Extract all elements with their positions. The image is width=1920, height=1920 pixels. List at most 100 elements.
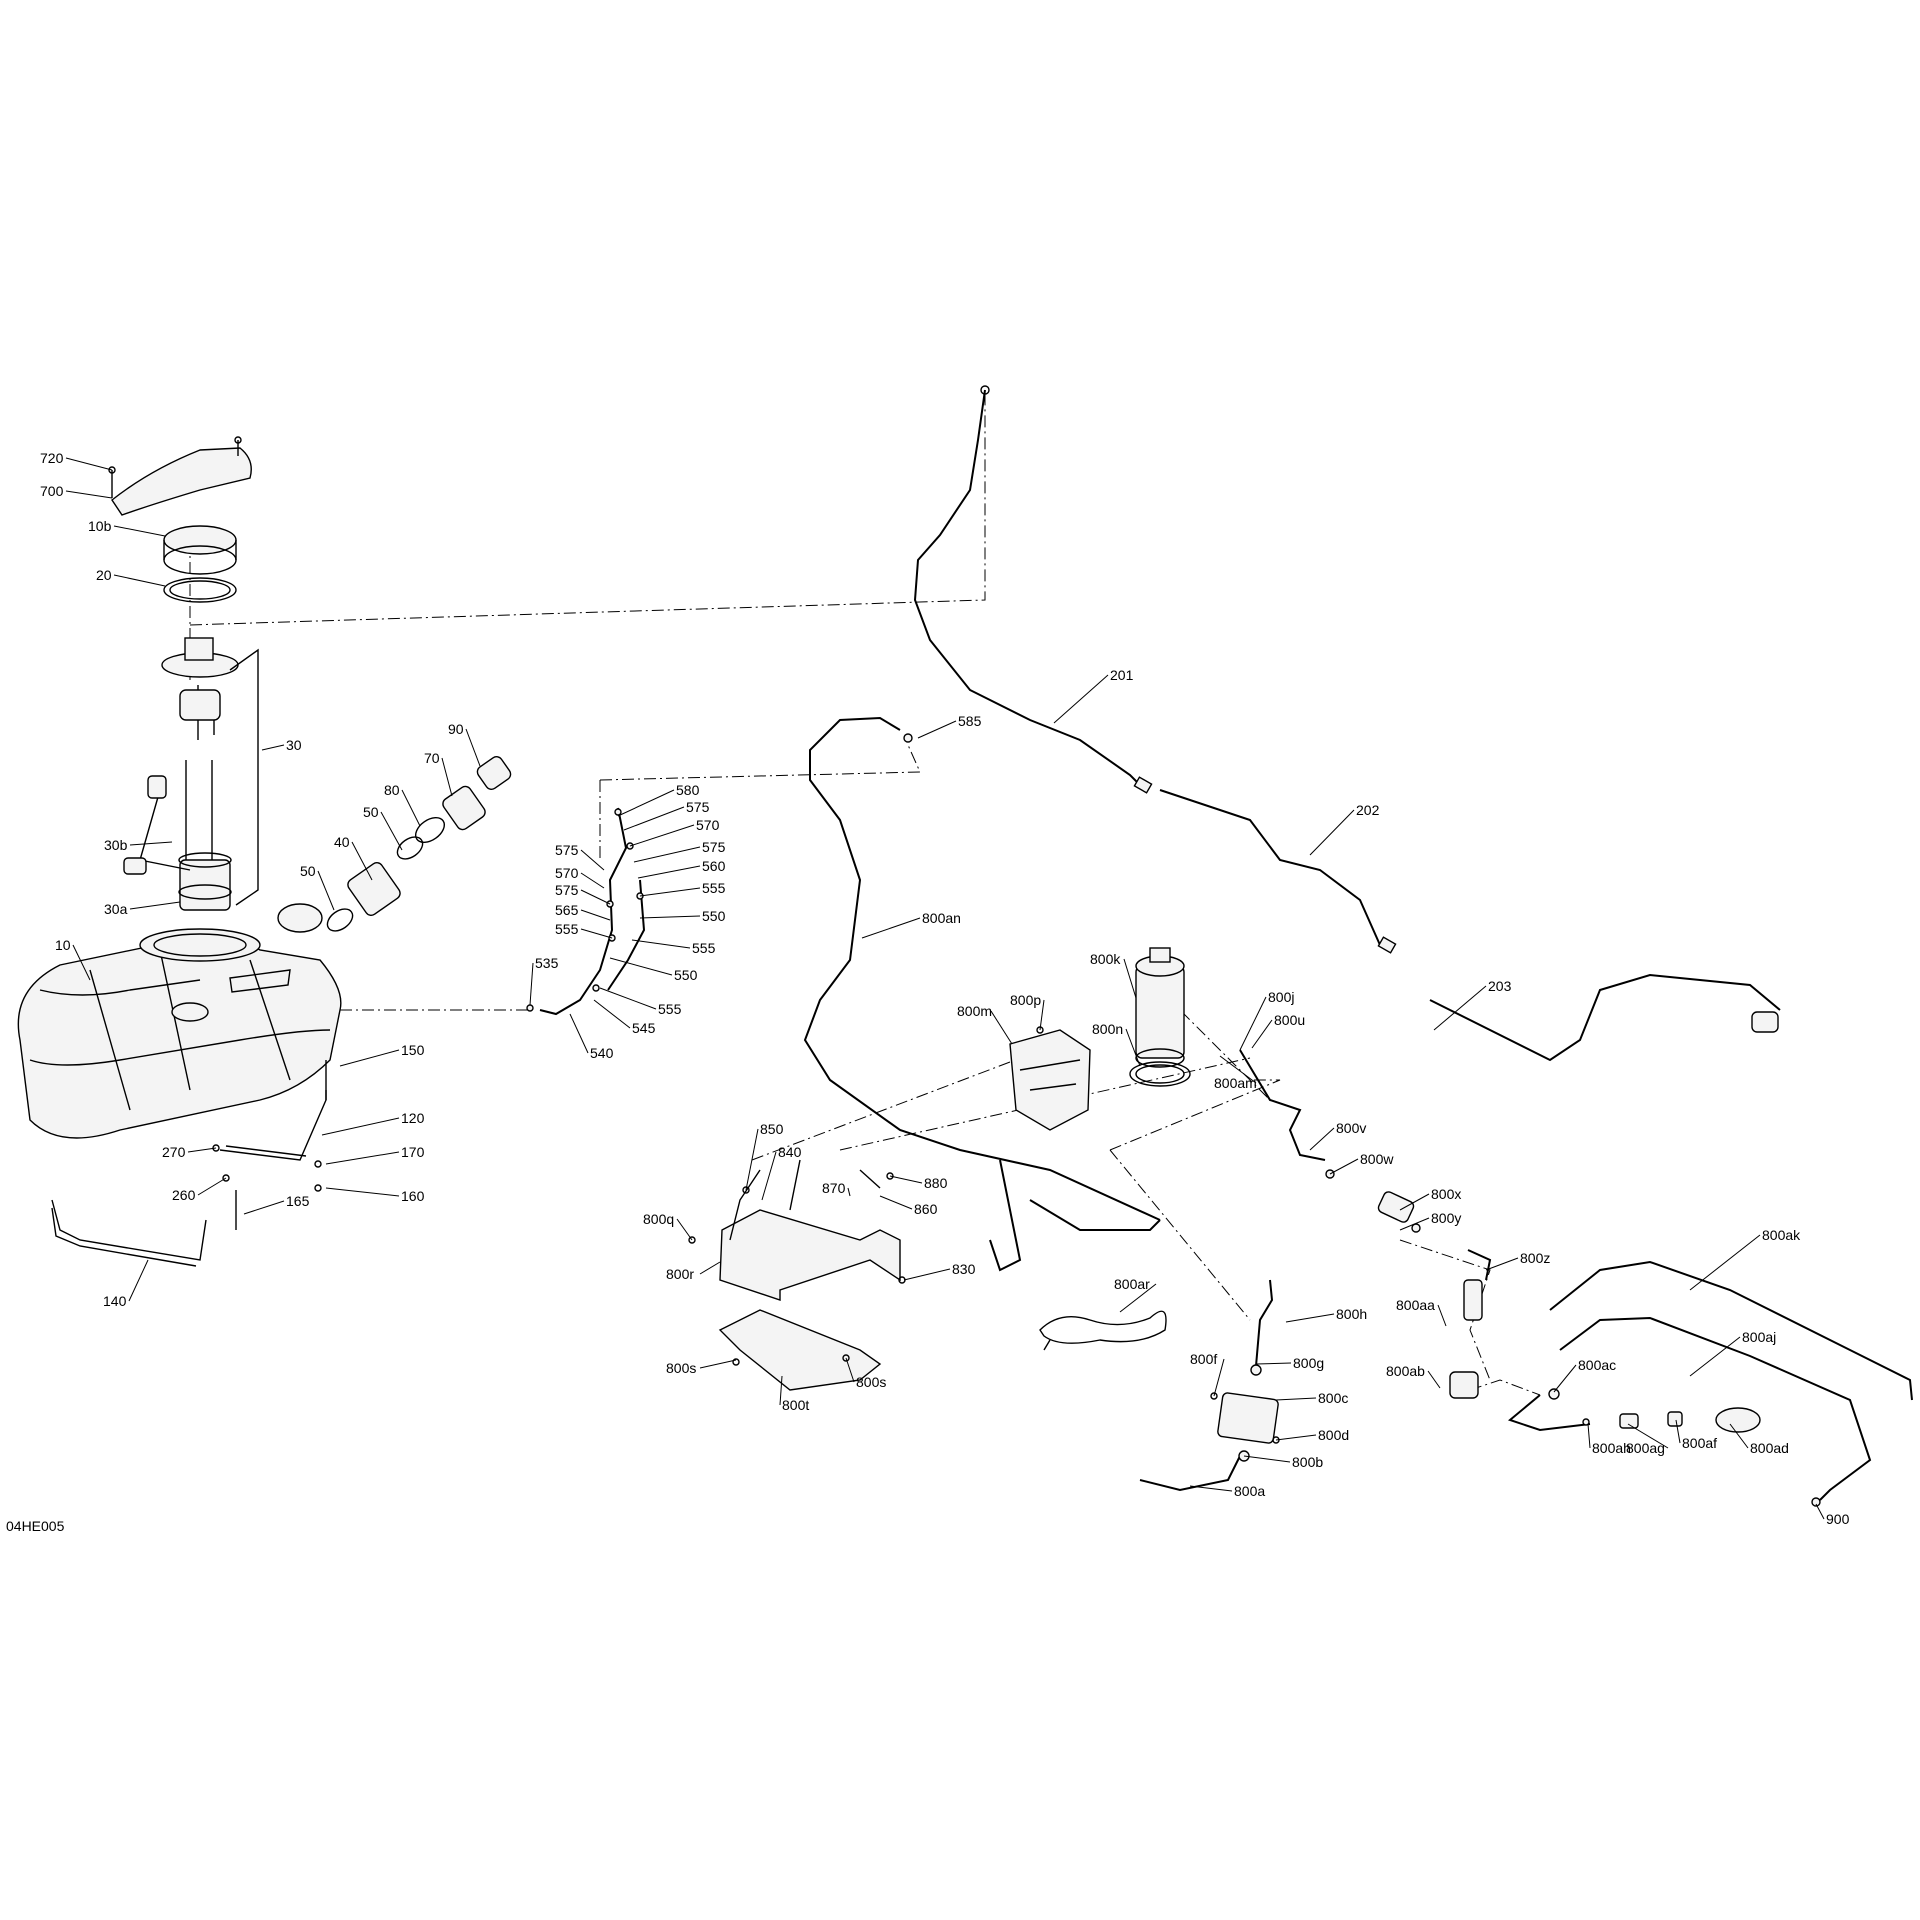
callout-label: 570 [696, 817, 720, 833]
callout-labels: 72070010b203090708050405030b30a101501202… [40, 450, 1850, 1527]
callout-label: 800r [666, 1266, 694, 1282]
leader-line [1275, 1397, 1317, 1401]
document-code: 04HE005 [6, 1518, 65, 1534]
callout-label: 800ab [1386, 1363, 1425, 1379]
leader-line [441, 757, 453, 797]
callout-label: 800am [1214, 1075, 1257, 1091]
callout-label: 555 [702, 880, 726, 896]
leader-line [1239, 996, 1267, 1051]
callout-label: 120 [401, 1110, 425, 1126]
fuel-line [913, 385, 1781, 1062]
leader-line [580, 928, 613, 939]
leader-line [1243, 1455, 1291, 1463]
callout-label: 800c [1318, 1390, 1348, 1406]
leader-line [593, 999, 631, 1029]
callout-label: 70 [424, 750, 440, 766]
callout-label: 150 [401, 1042, 425, 1058]
leader-line [197, 1177, 227, 1196]
leader-line [1189, 1485, 1233, 1492]
leader-line [1553, 1364, 1577, 1393]
leader-line [243, 1200, 285, 1215]
callout-label: 203 [1488, 978, 1512, 994]
callout-label: 800w [1360, 1151, 1394, 1167]
leader-line [1053, 674, 1109, 724]
callout-label: 800q [643, 1211, 674, 1227]
leader-line [580, 889, 611, 905]
leader-line [1255, 1362, 1292, 1365]
callout-label: 90 [448, 721, 464, 737]
leader-line [113, 574, 166, 587]
alignment-lines [189, 390, 1541, 1396]
callout-label: 800h [1336, 1306, 1367, 1322]
callout-label: 165 [286, 1193, 310, 1209]
callout-label: 800an [922, 910, 961, 926]
tank-straps [51, 436, 327, 1267]
callout-label: 575 [555, 842, 579, 858]
long-vent-tubes [1507, 1260, 1913, 1507]
leader-line [187, 1147, 217, 1153]
top-bracket [111, 440, 252, 516]
leader-line [639, 915, 701, 919]
leader-line [617, 789, 675, 817]
callout-label: 800p [1010, 992, 1041, 1008]
purge-valve-bracket [1009, 1026, 1091, 1131]
callout-label: 800af [1682, 1435, 1717, 1451]
callout-label: 535 [535, 955, 559, 971]
leader-line [903, 1268, 951, 1281]
leader-line [1485, 1257, 1519, 1271]
callout-label: 50 [300, 863, 316, 879]
callout-label: 850 [760, 1121, 784, 1137]
leader-line [699, 1359, 737, 1369]
leader-line [1437, 1304, 1447, 1327]
callout-label: 800ak [1762, 1227, 1801, 1243]
leader-line [1119, 1283, 1157, 1313]
callout-label: 800m [957, 1003, 992, 1019]
callout-label: 800v [1336, 1120, 1366, 1136]
callout-label: 900 [1826, 1511, 1850, 1527]
leader-line [1309, 809, 1355, 856]
leader-line [631, 939, 691, 949]
leader-line [1251, 1019, 1273, 1049]
leader-line [1219, 1055, 1257, 1084]
callout-label: 140 [103, 1293, 127, 1309]
callout-label: 800ar [1114, 1276, 1150, 1292]
callout-label: 800n [1092, 1021, 1123, 1037]
callout-label: 800g [1293, 1355, 1324, 1371]
callout-label: 550 [674, 967, 698, 983]
callout-label: 575 [702, 839, 726, 855]
callout-label: 800d [1318, 1427, 1349, 1443]
callout-label: 160 [401, 1188, 425, 1204]
callout-label: 40 [334, 834, 350, 850]
callout-label: 830 [952, 1261, 976, 1277]
leader-line [580, 849, 605, 871]
leader-line [1309, 1127, 1335, 1151]
callout-label: 800j [1268, 989, 1294, 1005]
leader-line [889, 1175, 923, 1184]
leader-line [637, 865, 701, 879]
callout-label: 880 [924, 1175, 948, 1191]
leader-line [351, 841, 373, 881]
callout-label: 800b [1292, 1454, 1323, 1470]
leader-line [1627, 1423, 1669, 1449]
callout-label: 20 [96, 567, 112, 583]
callout-label: 540 [590, 1045, 614, 1061]
leader-line [529, 962, 534, 1006]
leader-line [1689, 1234, 1761, 1291]
leader-line [1675, 1419, 1681, 1444]
wire-harness [1039, 1310, 1167, 1351]
callout-label: 50 [363, 804, 379, 820]
leader-line [990, 1010, 1013, 1045]
leader-line [609, 957, 673, 976]
leader-line [72, 944, 91, 981]
callout-label: 560 [702, 858, 726, 874]
leader-line [599, 987, 657, 1010]
leader-line [761, 1151, 777, 1201]
leader-line [380, 811, 403, 851]
callout-label: 800x [1431, 1186, 1461, 1202]
leader-line [629, 824, 695, 847]
callout-label: 580 [676, 782, 700, 798]
callout-label: 870 [822, 1180, 846, 1196]
callout-label: 555 [658, 1001, 682, 1017]
callout-label: 800s [856, 1374, 886, 1390]
leader-line [325, 1187, 400, 1197]
